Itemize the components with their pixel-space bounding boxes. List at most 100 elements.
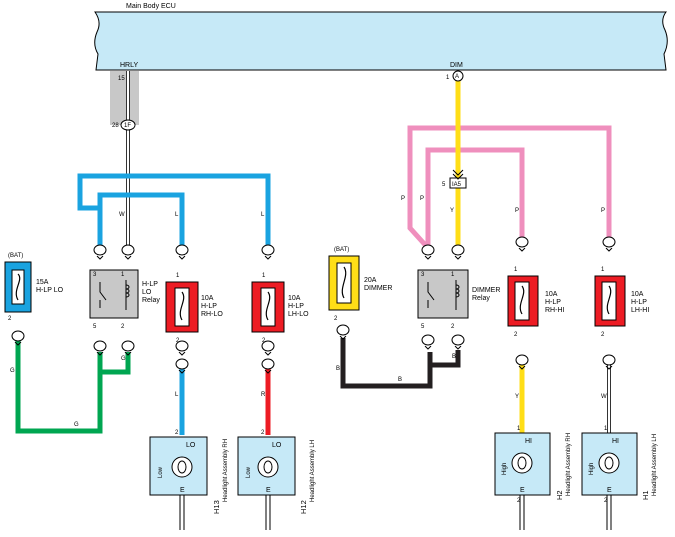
pin-marker (602, 354, 616, 366)
pin-28: 28 (112, 123, 119, 129)
pin-marker (451, 244, 465, 256)
pin-marker (451, 334, 465, 346)
svg-text:1: 1 (514, 267, 518, 273)
svg-text:10A: 10A (631, 291, 644, 298)
fuse-rh-hi: 1 2 10A H-LP RH-HI (507, 267, 564, 338)
pin-arrow (264, 369, 272, 374)
svg-text:2: 2 (517, 498, 521, 504)
svg-text:A: A (455, 74, 459, 80)
pin-arrow (264, 351, 272, 356)
svg-text:LH-HI: LH-HI (631, 307, 649, 314)
svg-text:L: L (261, 212, 265, 218)
svg-text:Headlight Assembly RH: Headlight Assembly RH (223, 439, 229, 502)
ecu-pin-dim-label: DIM (450, 62, 463, 69)
svg-text:2: 2 (334, 316, 338, 322)
svg-text:1: 1 (601, 267, 605, 273)
pin-arrow (14, 341, 22, 346)
svg-text:H13: H13 (212, 500, 221, 514)
svg-text:5: 5 (93, 324, 97, 330)
pin-arrow (124, 255, 132, 260)
pin-marker (93, 244, 107, 256)
pin-arrow (339, 335, 347, 340)
pin-marker (261, 358, 275, 370)
svg-text:LO: LO (272, 442, 282, 449)
svg-text:H1: H1 (641, 490, 650, 500)
svg-text:2: 2 (604, 498, 608, 504)
svg-text:P: P (601, 208, 605, 214)
svg-text:3: 3 (421, 272, 425, 278)
svg-text:2: 2 (261, 430, 265, 436)
fuse-hlp-lo: (BAT) 15A H-LP LO 2 (4, 253, 64, 322)
pin-arrow (454, 255, 462, 260)
svg-text:1: 1 (121, 272, 125, 278)
svg-text:P: P (420, 196, 424, 202)
svg-text:Headlight Assembly LH: Headlight Assembly LH (652, 434, 658, 496)
wire-color-labels: W L L L R G G G B B B P P P P Y Y W (10, 196, 607, 428)
pin-marker (515, 354, 529, 366)
fuse-lh-hi: 1 2 10A H-LP LH-HI (594, 267, 649, 338)
svg-text:(BAT): (BAT) (334, 247, 349, 253)
svg-text:Y: Y (515, 394, 519, 400)
svg-text:LH-LO: LH-LO (288, 311, 309, 318)
pin-marker (175, 358, 189, 370)
pin-arrow (424, 255, 432, 260)
pin-arrow (178, 351, 186, 356)
svg-text:L: L (175, 212, 179, 218)
svg-text:E: E (520, 487, 525, 494)
headlight-h2: 1 HI E 2 High H2 Headlight Assembly RH (494, 426, 572, 504)
relay-hlp-lo: 3 1 5 2 H-LP LO Relay (89, 269, 160, 330)
svg-text:H-LP: H-LP (142, 281, 158, 288)
svg-text:1: 1 (446, 75, 450, 81)
ecu-title: Main Body ECU (126, 3, 176, 10)
headlight-h12: 2 LO E Low H12 Headlight Assembly LH (237, 430, 316, 514)
svg-text:HI: HI (612, 438, 619, 445)
svg-text:2: 2 (121, 324, 125, 330)
svg-text:H-LP: H-LP (288, 303, 304, 310)
pin-marker (175, 340, 189, 352)
pin-arrow (454, 345, 462, 350)
svg-text:Headlight Assembly RH: Headlight Assembly RH (566, 433, 572, 496)
connector-IA5: IA5 5 (442, 169, 467, 189)
svg-text:2: 2 (451, 324, 455, 330)
svg-text:W: W (601, 394, 607, 400)
pin-marker (121, 340, 135, 352)
svg-text:G: G (74, 422, 79, 428)
wires-pink (407, 125, 612, 250)
svg-text:E: E (266, 487, 271, 494)
fuse-lh-lo: 1 2 10A H-LP LH-LO (251, 273, 309, 344)
svg-text:R: R (261, 392, 266, 398)
main-body-ecu: Main Body ECU HRLY DIM (94, 3, 668, 71)
pin-marker (175, 244, 189, 256)
svg-text:E: E (180, 487, 185, 494)
svg-text:1: 1 (262, 273, 266, 279)
relay-dimmer: 3 1 5 2 DIMMER Relay (417, 269, 500, 330)
fuse-dimmer: (BAT) 20A DIMMER 2 (328, 247, 392, 322)
svg-text:1F: 1F (124, 123, 131, 129)
wires-green (15, 338, 131, 434)
svg-text:1: 1 (451, 272, 455, 278)
svg-text:W: W (119, 212, 125, 218)
pin-arrow (264, 255, 272, 260)
ground-stubs (179, 495, 612, 530)
svg-text:1: 1 (176, 273, 180, 279)
pin-arrow (424, 345, 432, 350)
headlight-h13: 2 LO E Low H13 Headlight Assembly RH (149, 430, 229, 514)
svg-text:G: G (121, 356, 126, 362)
pin-marker (261, 244, 275, 256)
svg-text:15A: 15A (36, 279, 49, 286)
svg-text:10A: 10A (201, 295, 214, 302)
svg-text:B: B (336, 366, 340, 372)
fuse-rh-lo: 1 2 10A H-LP RH-LO (165, 273, 223, 344)
svg-text:2: 2 (262, 338, 266, 344)
svg-text:H12: H12 (299, 500, 308, 514)
svg-text:(BAT): (BAT) (8, 253, 23, 259)
pin-marker (336, 324, 350, 336)
svg-text:H-LP: H-LP (201, 303, 217, 310)
pin-arrow (518, 247, 526, 252)
svg-text:H-LP: H-LP (631, 299, 647, 306)
pin-arrow (518, 365, 526, 370)
connector-1F: 1F (120, 119, 136, 131)
svg-text:IA5: IA5 (452, 182, 462, 188)
svg-text:3: 3 (93, 272, 97, 278)
